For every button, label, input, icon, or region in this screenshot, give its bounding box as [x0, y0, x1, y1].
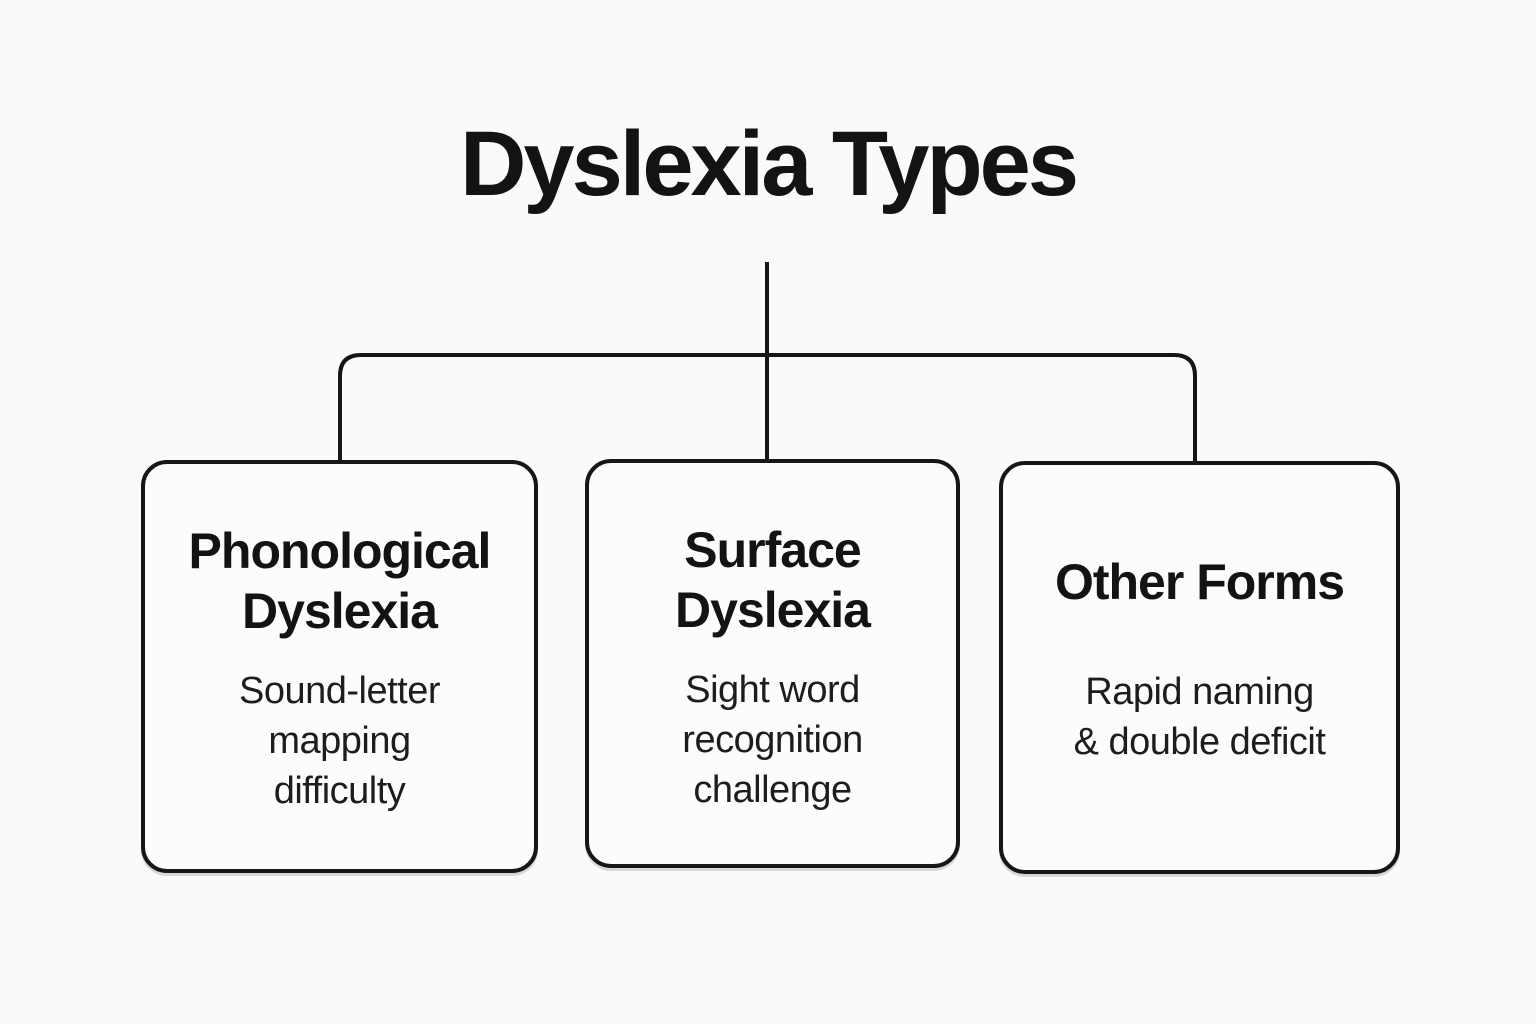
node-body: Rapid naming & double deficit — [1073, 671, 1326, 763]
node-body: Sight word recognition challenge — [682, 669, 863, 811]
node-card-other-forms: Other Forms Rapid naming & double defici… — [999, 461, 1400, 874]
node-heading: Other Forms — [1054, 554, 1345, 610]
node-card-surface: Surface Dyslexia Sight word recognition … — [585, 459, 960, 868]
branch-line — [338, 353, 1197, 463]
node-card-phonological: Phonological Dyslexia Sound-letter mappi… — [141, 460, 538, 873]
node-body: Sound-letter mapping difficulty — [238, 670, 441, 812]
node-heading: Surface Dyslexia — [675, 522, 871, 638]
diagram-title: Dyslexia Types — [459, 113, 1079, 215]
node-heading: Phonological Dyslexia — [188, 523, 492, 639]
